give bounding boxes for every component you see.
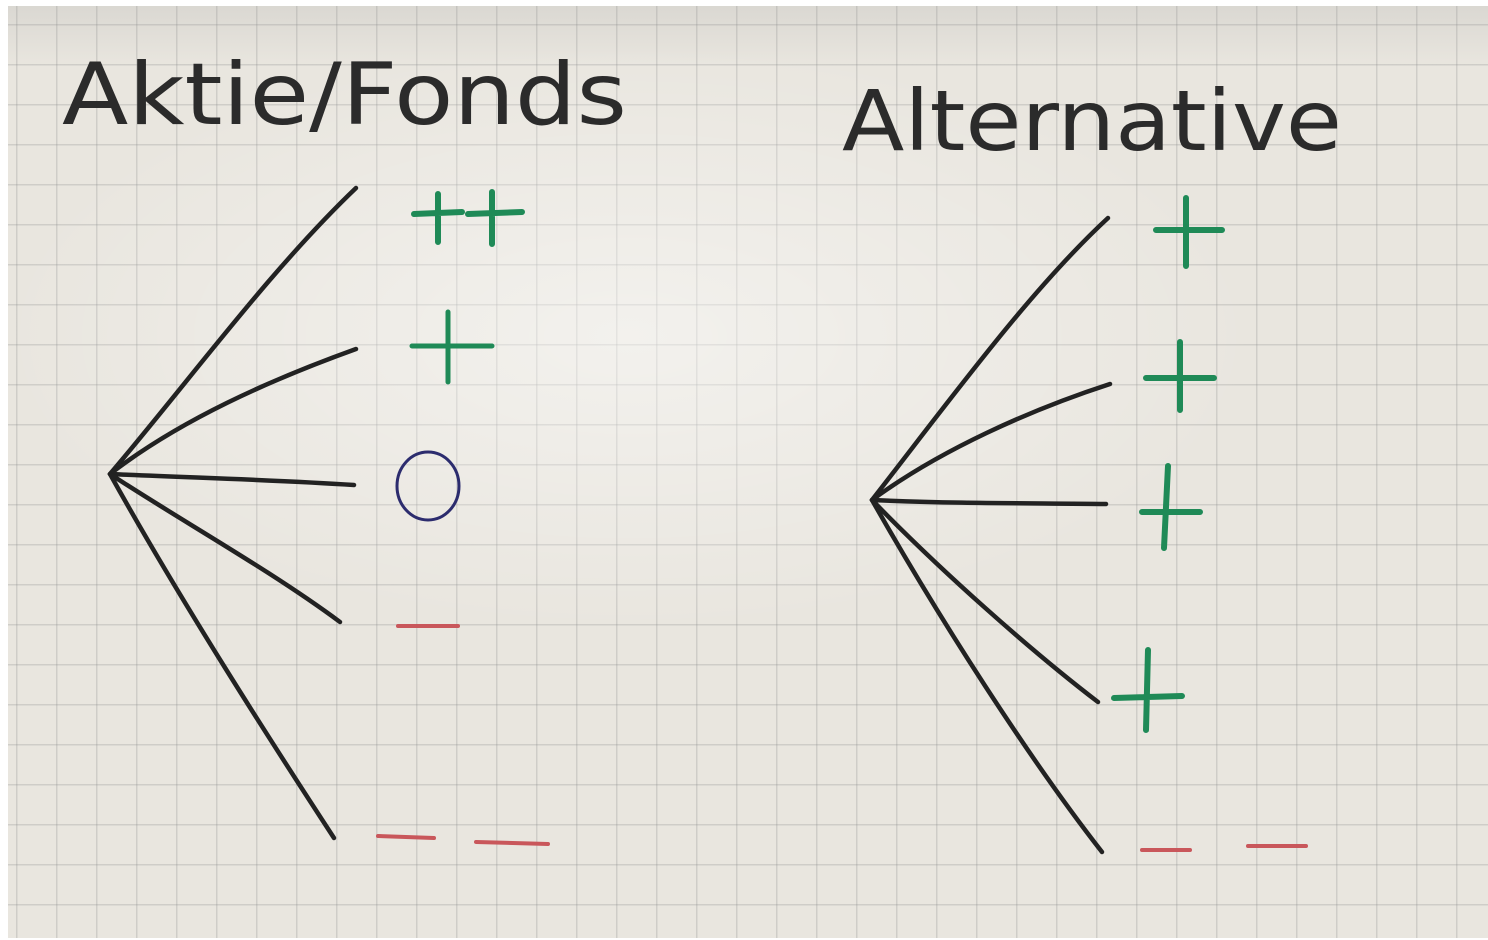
right-outcome-plus-3 [1139,463,1203,551]
left-outcome-zero [395,450,461,522]
left-outcome-plus-plus [411,189,525,247]
right-outcome-plus-4 [1111,647,1185,733]
grid-paper [8,6,1488,938]
right-branch-2 [869,381,1113,503]
right-tree-title: Alternative [842,72,1342,170]
right-branch-4 [869,497,1101,705]
left-branch-5 [107,471,337,841]
left-outcome-plus [409,309,495,385]
left-tree [107,185,359,841]
left-tree-title: Aktie/Fonds [62,45,627,145]
left-branch-4 [107,471,343,625]
right-branch-1 [869,215,1111,503]
right-tree [869,215,1113,855]
left-branch-3 [107,471,357,488]
left-branch-2 [107,346,359,477]
right-branch-3 [869,497,1109,507]
left-outcome-minus-minus [376,834,550,846]
left-branch-1 [107,185,359,477]
right-outcome-plus-2 [1143,339,1217,413]
right-outcome-minus-minus [1140,844,1308,852]
right-outcome-plus-1 [1153,195,1225,269]
right-branch-5 [869,497,1105,855]
